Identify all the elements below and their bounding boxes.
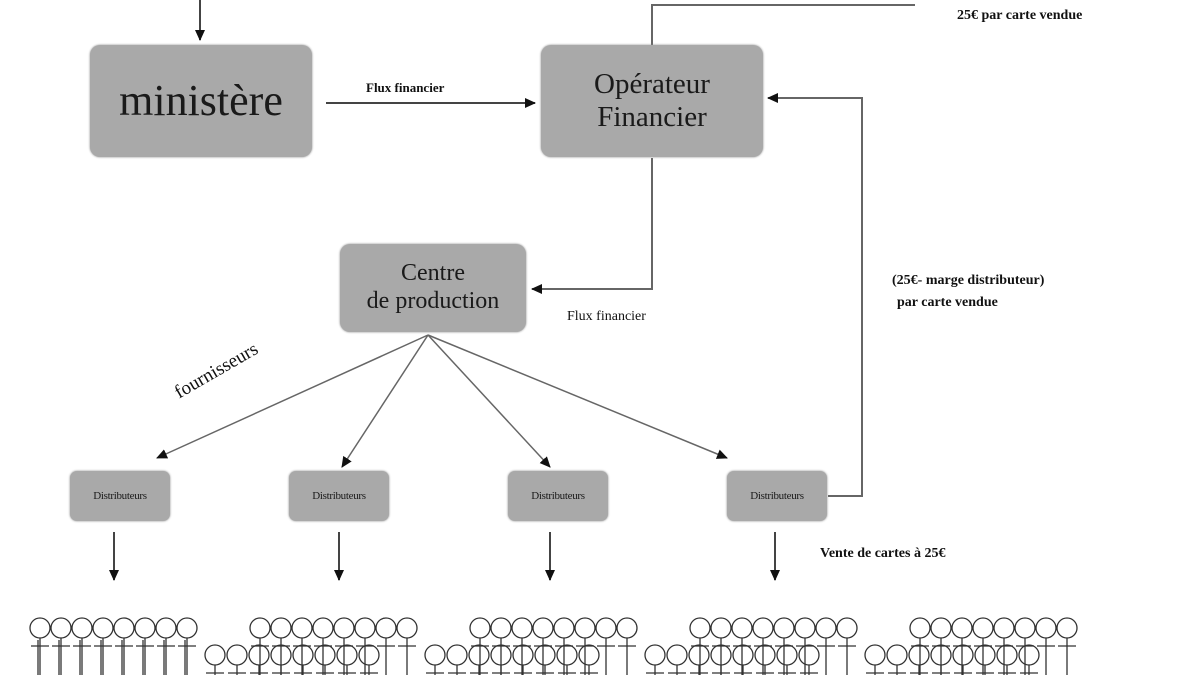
operateur-label-line2: Financier <box>597 101 707 133</box>
distributeur-box-3: Distributeurs <box>508 471 608 521</box>
centre-production-box: Centre de production <box>340 244 526 332</box>
distributeur-box-4: Distributeurs <box>727 471 827 521</box>
arrow-centre-to-dist-4 <box>427 334 728 459</box>
distributeur-box-2: Distributeurs <box>289 471 389 521</box>
centre-label-line2: de production <box>366 288 500 314</box>
distributeur-label: Distributeurs <box>750 489 804 502</box>
centre-label-line1: Centre <box>401 260 465 287</box>
marge-distributeur-label: (25€- marge distributeur) <box>892 273 1045 288</box>
arrow-centre-to-dist-1 <box>156 334 429 459</box>
price-per-card-label: 25€ par carte vendue <box>957 8 1083 23</box>
distributeur-label: Distributeurs <box>531 489 585 502</box>
arrow-operateur-to-centre <box>531 158 653 294</box>
flux-financier-label-bottom: Flux financier <box>567 309 646 324</box>
arrow-centre-to-dist-2 <box>341 334 429 468</box>
distributeur-box-1: Distributeurs <box>70 471 170 521</box>
distributeur-label: Distributeurs <box>93 489 147 502</box>
operateur-financier-box: Opérateur Financier <box>541 45 763 157</box>
vente-cartes-label: Vente de cartes à 25€ <box>820 546 946 561</box>
flux-financier-label-top: Flux financier <box>366 80 445 95</box>
connector-operateur-top <box>651 4 915 45</box>
operateur-label-line1: Opérateur <box>594 67 710 100</box>
customer-crowd-icon <box>29 617 1078 675</box>
ministere-label: ministère <box>119 75 283 125</box>
distributeur-label: Distributeurs <box>312 489 366 502</box>
arrow-distributeur-to-operateur <box>767 93 863 497</box>
ministere-box: ministère <box>90 45 312 157</box>
par-carte-vendue-label: par carte vendue <box>897 295 998 310</box>
arrow-centre-to-dist-3 <box>427 334 551 468</box>
